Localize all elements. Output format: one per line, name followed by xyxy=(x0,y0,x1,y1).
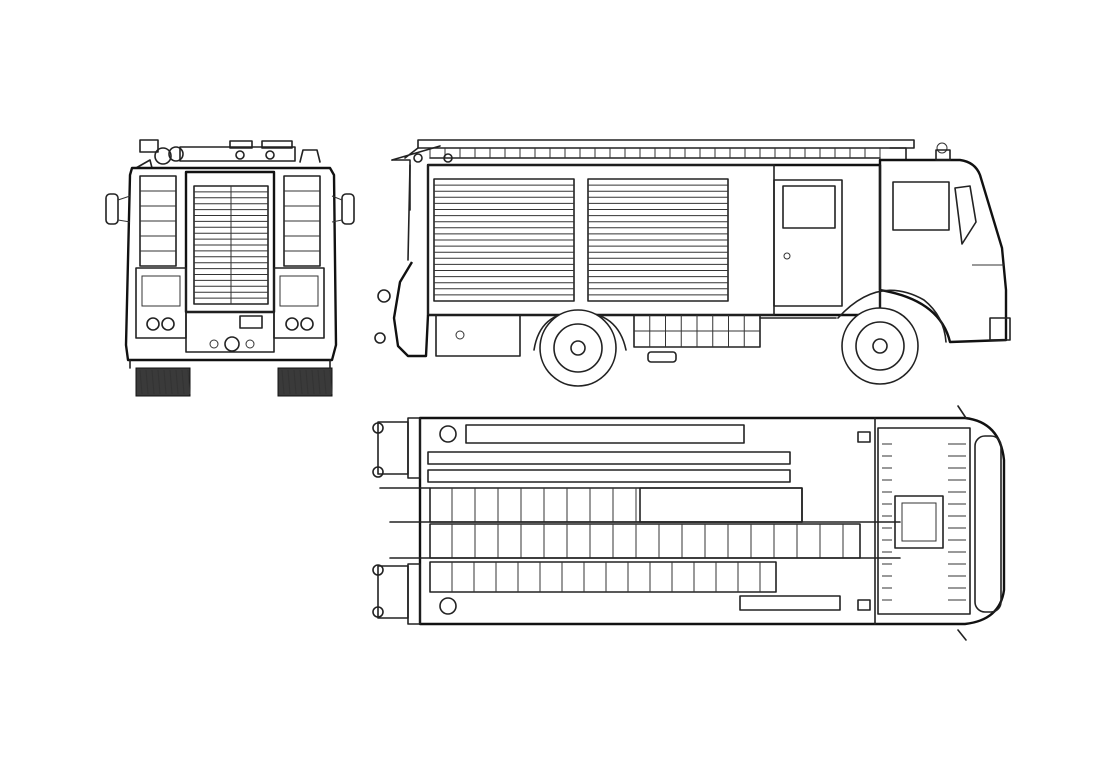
side-front-wheel xyxy=(841,307,919,385)
line-detail xyxy=(293,369,297,395)
top-view xyxy=(372,405,1006,641)
side-door-window xyxy=(782,185,836,229)
top-windscreen xyxy=(974,435,1002,613)
rear-lamps-right xyxy=(273,267,325,339)
top-storage-tube xyxy=(465,424,745,444)
rear-mirror-right xyxy=(341,193,355,225)
line-detail xyxy=(323,369,327,395)
line-detail xyxy=(151,369,155,395)
line-detail xyxy=(145,369,149,395)
line-detail xyxy=(175,369,179,395)
side-view xyxy=(374,139,1011,387)
line-detail xyxy=(329,369,333,395)
side-cab-window xyxy=(892,181,950,231)
line-detail xyxy=(311,369,315,395)
line-detail xyxy=(299,369,303,395)
side-mirror xyxy=(954,185,977,245)
top-body-outline xyxy=(418,416,1006,626)
side-roof-ladder xyxy=(391,139,915,163)
top-suction-hose-2 xyxy=(427,469,791,483)
top-ladder-3 xyxy=(429,561,777,593)
rear-left-tires xyxy=(135,367,191,397)
line-detail xyxy=(317,369,321,395)
side-shutter-slats xyxy=(434,184,728,296)
rear-door-frame xyxy=(184,170,276,314)
line-detail xyxy=(287,369,291,395)
rear-right-tires xyxy=(277,367,333,397)
rear-tow-hitch xyxy=(224,336,240,352)
line-detail xyxy=(187,369,191,395)
side-rear-wheel xyxy=(539,309,617,387)
rear-view xyxy=(105,139,355,397)
top-cab-roof xyxy=(877,427,971,615)
line-detail xyxy=(281,369,285,395)
top-suction-hose-1 xyxy=(427,451,791,465)
line-detail xyxy=(157,369,161,395)
top-ladder-1 xyxy=(429,487,803,523)
rear-lower-panel xyxy=(185,311,275,353)
side-front-bumper xyxy=(989,317,1011,341)
line-detail xyxy=(163,369,167,395)
line-detail xyxy=(139,369,143,395)
side-crew-door xyxy=(773,179,843,307)
top-rear-equipment xyxy=(372,417,421,625)
top-ladder-2 xyxy=(429,523,861,559)
line-detail xyxy=(181,369,185,395)
line-detail xyxy=(305,369,309,395)
rear-roof-equipment xyxy=(135,139,321,169)
rear-side-ladders xyxy=(139,175,321,267)
rear-lamps-left xyxy=(135,267,187,339)
rear-shutter-slats xyxy=(194,191,268,299)
rear-body-outline xyxy=(124,166,338,362)
line-detail xyxy=(169,369,173,395)
rear-mirror-left xyxy=(105,193,119,225)
